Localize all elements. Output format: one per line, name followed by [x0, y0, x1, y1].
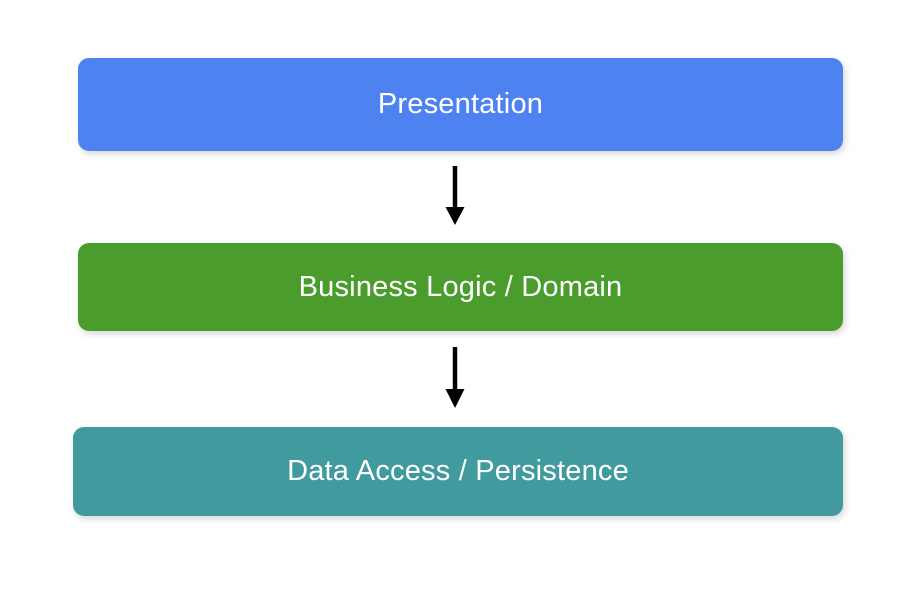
- arrow-down-icon-presentation-to-business: [445, 166, 465, 225]
- arrow-down-icon-business-to-data: [445, 347, 465, 408]
- layer-box-presentation[interactable]: Presentation: [78, 58, 843, 151]
- arrow-head: [445, 207, 465, 225]
- layer-box-data-access-persistence[interactable]: Data Access / Persistence: [73, 427, 843, 516]
- layer-box-business-logic-domain[interactable]: Business Logic / Domain: [78, 243, 843, 331]
- layer-label-data-access-persistence: Data Access / Persistence: [287, 455, 629, 487]
- arrow-head: [445, 389, 465, 408]
- layer-label-presentation: Presentation: [377, 88, 544, 120]
- layer-label-business-logic-domain: Business Logic / Domain: [298, 270, 623, 303]
